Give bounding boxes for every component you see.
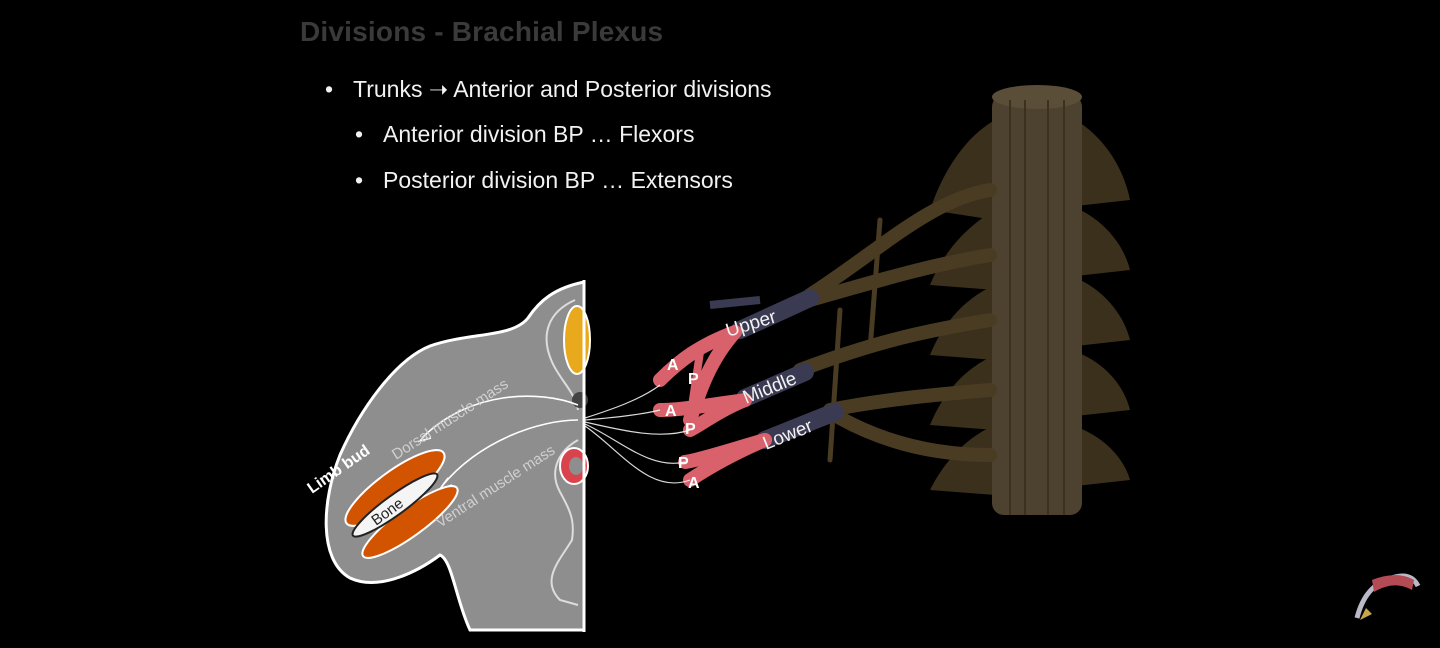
- bullet-item: • Anterior division BP … Flexors: [355, 121, 695, 148]
- trunk-label-upper: Upper: [723, 306, 779, 341]
- ventral-arrow: [441, 419, 579, 487]
- bullet-text: Anterior division BP … Flexors: [383, 121, 695, 147]
- bullet-dot: •: [355, 121, 364, 147]
- nerve-roots: [793, 183, 997, 463]
- division-mark-posterior: P: [678, 455, 689, 472]
- bone: [351, 472, 439, 538]
- bullet-dot: •: [325, 76, 334, 102]
- limb-inner-outline: [545, 299, 579, 411]
- bullet-item: • Trunks ➝ Anterior and Posterior divisio…: [325, 76, 772, 103]
- trunks: [731, 289, 844, 449]
- bullet-text: Trunks ➝ Anterior and Posterior division…: [353, 76, 772, 102]
- spinal-cord-column: [992, 95, 1082, 515]
- slide-title: Divisions - Brachial Plexus: [300, 16, 664, 47]
- division-mark-anterior: A: [667, 357, 679, 374]
- division-mark-posterior: P: [685, 421, 696, 438]
- bullet-dot: •: [355, 167, 364, 193]
- division-mark-anterior: A: [688, 475, 700, 492]
- bullet-text: Posterior division BP … Extensors: [383, 167, 733, 193]
- dorsal-arrow: [421, 395, 579, 439]
- limb-inner-outline: [550, 439, 579, 606]
- bullet-item: • Posterior division BP … Extensors: [355, 167, 733, 194]
- divisions: [653, 325, 772, 487]
- limb-bud-illustration: [324, 280, 591, 632]
- division-mark-posterior: P: [688, 371, 699, 388]
- corner-logo: [1354, 573, 1421, 620]
- trunk-label-middle: Middle: [740, 368, 800, 408]
- arrowhead: [417, 431, 432, 443]
- arrowhead: [437, 477, 453, 491]
- spinal-cord-half: [563, 305, 591, 375]
- division-mark-anterior: A: [665, 403, 677, 420]
- notochord-half: [572, 392, 588, 408]
- aorta-lumen: [569, 457, 583, 475]
